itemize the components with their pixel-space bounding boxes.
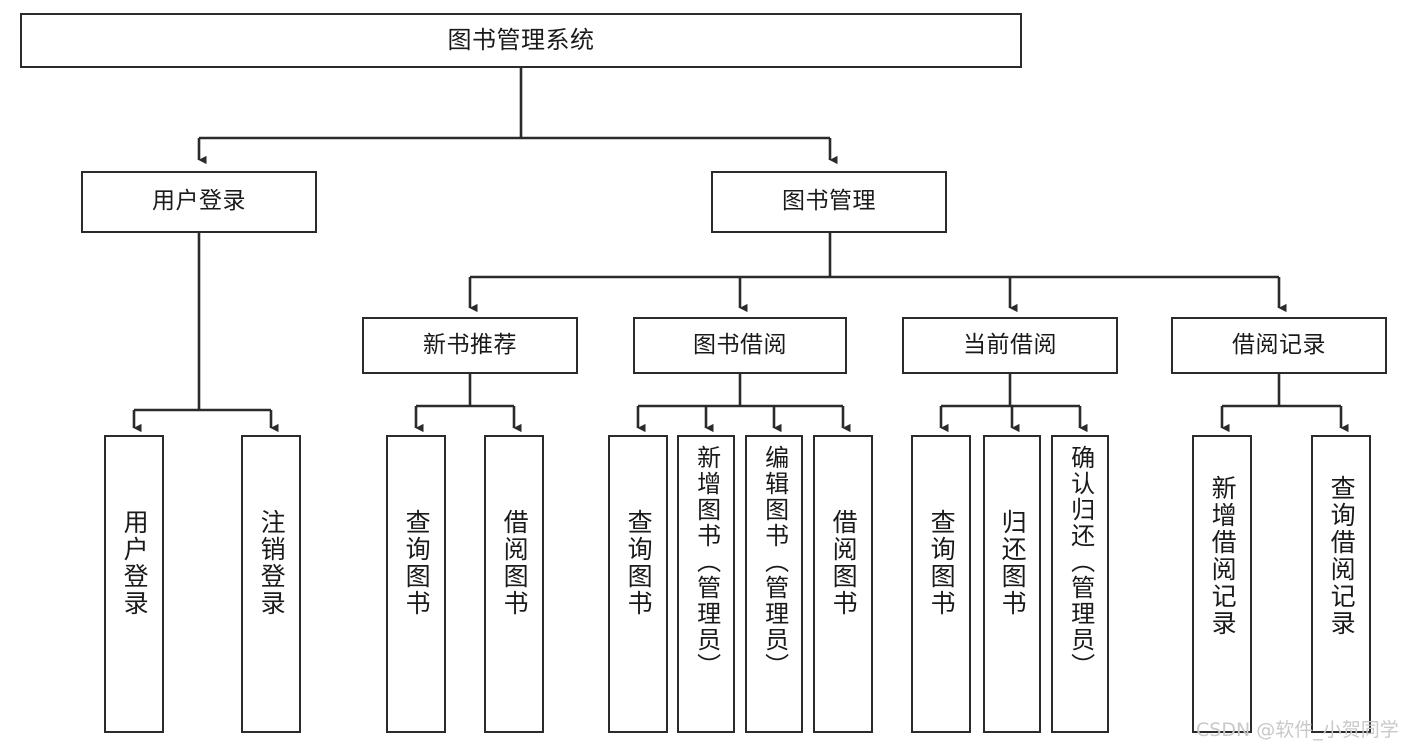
node-label: 查询图书	[927, 509, 957, 617]
node-label: 借阅图书	[829, 509, 859, 617]
node-leaf-query-book-2[interactable]: 查询图书	[608, 435, 668, 733]
node-borrow-record[interactable]: 借阅记录	[1171, 317, 1387, 374]
node-label: 图书管理	[782, 188, 876, 215]
node-book-manage[interactable]: 图书管理	[711, 171, 947, 233]
node-label: 借阅记录	[1232, 331, 1326, 358]
node-user-login[interactable]: 用户登录	[81, 171, 317, 233]
node-leaf-query-record[interactable]: 查询借阅记录	[1311, 435, 1371, 733]
node-leaf-borrow-book-1[interactable]: 借阅图书	[484, 435, 544, 733]
node-label: 确认归还（管理员）	[1066, 445, 1095, 679]
node-label: 新书推荐	[423, 331, 517, 358]
node-label: 用户登录	[120, 509, 150, 617]
node-leaf-query-book-3[interactable]: 查询图书	[911, 435, 971, 733]
node-label: 当前借阅	[963, 331, 1057, 358]
node-label: 新增图书（管理员）	[692, 445, 721, 679]
node-label: 查询图书	[624, 509, 654, 617]
node-label: 图书管理系统	[447, 26, 595, 55]
node-leaf-edit-book[interactable]: 编辑图书（管理员）	[745, 435, 803, 733]
node-leaf-query-book-1[interactable]: 查询图书	[386, 435, 446, 733]
node-book-borrow[interactable]: 图书借阅	[633, 317, 847, 374]
node-current-borrow[interactable]: 当前借阅	[902, 317, 1118, 374]
node-root-system[interactable]: 图书管理系统	[20, 13, 1022, 68]
node-leaf-add-book[interactable]: 新增图书（管理员）	[677, 435, 735, 733]
node-label: 编辑图书（管理员）	[760, 445, 789, 679]
node-leaf-confirm-return[interactable]: 确认归还（管理员）	[1051, 435, 1109, 733]
node-label: 查询图书	[402, 509, 432, 617]
node-label: 借阅图书	[500, 509, 530, 617]
node-label: 注销登录	[257, 509, 287, 617]
node-leaf-user-logout[interactable]: 注销登录	[241, 435, 301, 733]
node-leaf-borrow-book-2[interactable]: 借阅图书	[813, 435, 873, 733]
node-leaf-add-record[interactable]: 新增借阅记录	[1192, 435, 1252, 733]
node-leaf-return-book[interactable]: 归还图书	[983, 435, 1041, 733]
node-label: 图书借阅	[693, 331, 787, 358]
node-label: 查询借阅记录	[1327, 475, 1357, 637]
node-label: 用户登录	[152, 188, 246, 215]
node-new-book-rec[interactable]: 新书推荐	[362, 317, 578, 374]
node-leaf-user-login[interactable]: 用户登录	[104, 435, 164, 733]
node-label: 归还图书	[998, 509, 1028, 617]
node-label: 新增借阅记录	[1208, 475, 1238, 637]
watermark-text: CSDN @软件_小贺同学	[1196, 719, 1399, 741]
